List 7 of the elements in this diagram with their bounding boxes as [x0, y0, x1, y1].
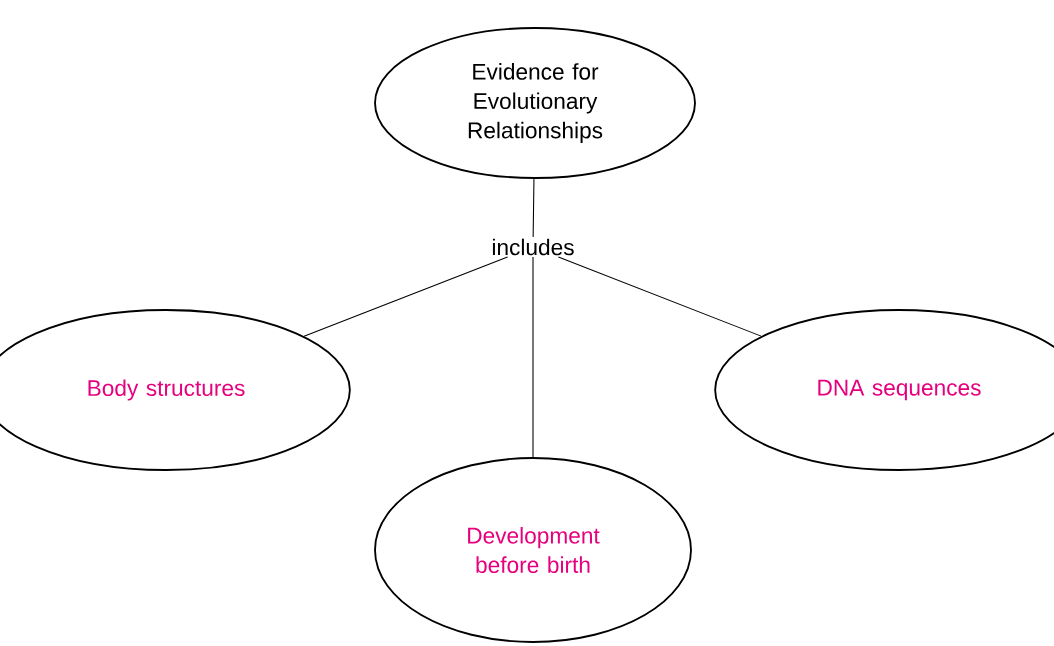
connector-line	[532, 178, 535, 238]
connector-line	[557, 256, 762, 337]
concept-oval: Evidence for Evolutionary Relationships	[374, 27, 696, 179]
concept-oval: Development before birth	[374, 457, 692, 643]
connector-line	[532, 256, 534, 458]
linking-word: includes	[490, 237, 576, 257]
connector-line	[303, 256, 509, 337]
